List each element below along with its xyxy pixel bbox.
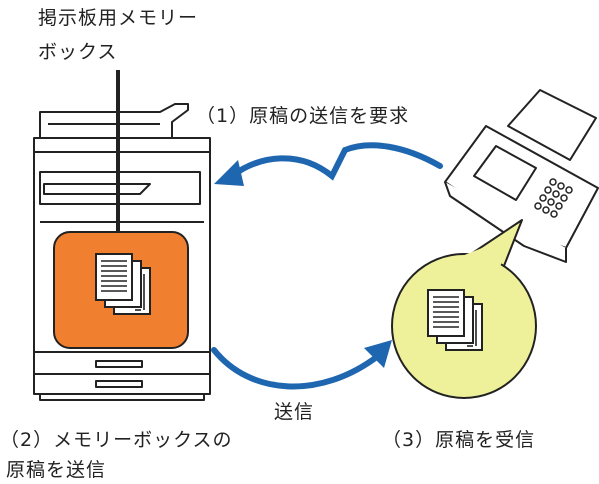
- memory-box-label-line2: ボックス: [38, 41, 118, 63]
- step2-label-line1: （2）メモリーボックスの: [0, 429, 233, 451]
- received-document-icon: [427, 289, 483, 351]
- stored-document-icon: [95, 253, 151, 315]
- step3-label: （3）原稿を受信: [382, 429, 536, 451]
- send-label: 送信: [274, 401, 315, 423]
- memory-box-label-line1: 掲示板用メモリー: [38, 7, 199, 29]
- step1-label: （1）原稿の送信を要求: [196, 105, 410, 127]
- received-documents-callout: [391, 219, 537, 399]
- fax-machine-icon: [444, 89, 599, 263]
- request-arrow: [214, 142, 443, 186]
- send-arrow: [211, 340, 392, 390]
- step2-label-line2: 原稿を送信: [6, 459, 107, 481]
